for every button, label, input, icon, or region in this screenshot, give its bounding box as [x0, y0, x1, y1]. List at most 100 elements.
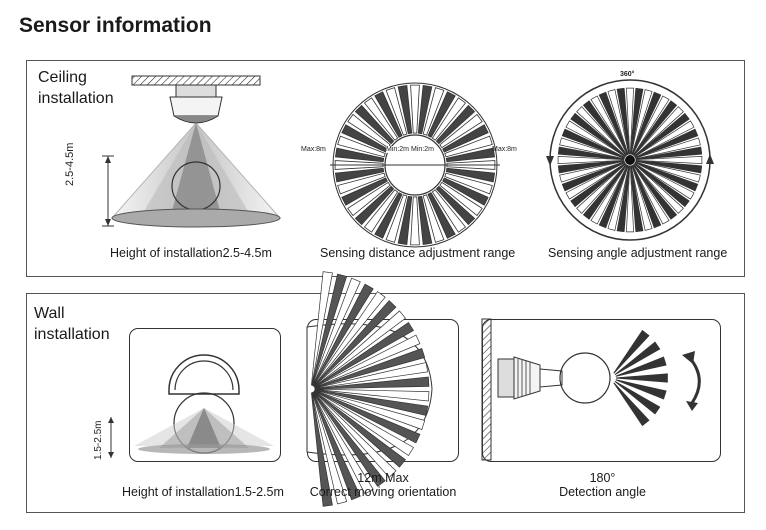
- max-right-label: Max:8m: [492, 146, 517, 153]
- distance-ray: [334, 147, 385, 163]
- angle-ray: [630, 89, 653, 155]
- angle-ray: [616, 87, 630, 155]
- wall-height-arrow: [108, 417, 114, 458]
- ceiling-sensor-illustration: [102, 75, 282, 228]
- distance-ray: [337, 135, 386, 158]
- wall-installation-label: Wall installation: [34, 303, 110, 345]
- page-title: Sensor information: [19, 14, 212, 37]
- sensing-angle-caption: Sensing angle adjustment range: [548, 246, 728, 260]
- distance-ray: [439, 113, 483, 149]
- angle-ray: [607, 89, 630, 155]
- distance-ray: [427, 192, 456, 239]
- angle-ray: [631, 91, 662, 156]
- sensing-angle-diagram: [546, 79, 714, 241]
- distance-ray: [422, 87, 445, 136]
- angle-arrow-left-icon: [546, 156, 554, 166]
- detection-ray: [615, 379, 667, 400]
- wall-sensor-front-illustration: [134, 354, 274, 454]
- distance-ray: [445, 167, 496, 183]
- angle-ray: [633, 106, 684, 157]
- angle-ray: [633, 163, 684, 214]
- ceiling-surface: [131, 75, 261, 86]
- angle-ray: [590, 164, 628, 225]
- angle-ray: [557, 146, 625, 160]
- sensor-body: [169, 96, 223, 117]
- wall-sensor-side-body: [497, 358, 515, 398]
- distance-ray: [341, 177, 388, 206]
- angle-ray: [632, 164, 678, 220]
- wall-height-caption: Height of installation1.5-2.5m: [122, 485, 284, 499]
- wall-surface: [481, 318, 492, 461]
- angle-ray: [632, 164, 670, 225]
- wall-angle-caption-line1: 180°: [589, 471, 616, 485]
- angle-ray: [634, 120, 695, 158]
- distance-ray: [422, 194, 445, 243]
- distance-ray: [442, 124, 489, 153]
- angle-ray: [630, 165, 644, 233]
- wall-range-caption-line2: Correct moving orientation: [309, 485, 457, 499]
- angle-ray: [635, 160, 703, 174]
- distance-ray: [354, 104, 395, 145]
- angle-ray: [634, 161, 699, 192]
- angle-360-label: 360°: [620, 71, 635, 78]
- wall-height-marker: 1.5-2.5m: [93, 420, 104, 460]
- detection-ray: [615, 356, 667, 377]
- angle-ray: [635, 146, 703, 160]
- angle-ray: [557, 160, 625, 174]
- angle-ray: [598, 91, 629, 156]
- detection-ray: [614, 341, 661, 376]
- distance-ray: [435, 185, 476, 226]
- distance-ray: [444, 135, 493, 158]
- angle-ray: [565, 162, 626, 200]
- distance-ray: [374, 91, 403, 138]
- distance-ray: [435, 104, 476, 145]
- distance-ray: [397, 84, 413, 135]
- angle-ray: [559, 137, 625, 160]
- distance-ray: [445, 147, 496, 163]
- distance-ray: [337, 172, 386, 195]
- angle-center: [625, 155, 635, 165]
- wall-sensor-side-lens: [559, 352, 611, 404]
- wall-angle-diagram: [481, 318, 701, 461]
- angle-ray: [634, 128, 699, 159]
- angle-ray: [630, 165, 653, 231]
- sensor-mount: [175, 84, 217, 98]
- angle-ray: [634, 162, 690, 208]
- detection-floor-ellipse: [111, 208, 281, 228]
- distance-ray: [385, 194, 408, 243]
- angle-ray: [635, 160, 701, 183]
- angle-ray: [630, 87, 644, 155]
- angle-ray: [570, 162, 626, 208]
- wall-angle-caption-line2: Detection angle: [559, 485, 646, 499]
- detection-ray: [613, 329, 650, 374]
- angle-ray: [634, 112, 690, 158]
- sensing-distance-diagram: [330, 82, 500, 248]
- angle-ray: [576, 106, 627, 157]
- min-left-label: Min:2m: [386, 146, 409, 153]
- distance-ray: [347, 113, 391, 149]
- angle-ray: [632, 95, 670, 156]
- angle-arrow-right-icon: [706, 154, 714, 164]
- angle-ray: [559, 160, 625, 183]
- distance-ray: [385, 87, 408, 136]
- min-right-label: Min:2m: [411, 146, 434, 153]
- angle-ray: [561, 128, 626, 159]
- wall-detection-fan: [134, 408, 274, 448]
- ceiling-height-caption: Height of installation2.5-4.5m: [110, 246, 272, 260]
- wall-label-line2: installation: [34, 326, 110, 343]
- sensing-distance-caption: Sensing distance adjustment range: [320, 246, 516, 260]
- wall-label-line1: Wall: [34, 305, 65, 322]
- angle-ray: [632, 100, 678, 156]
- angle-ray: [607, 165, 630, 231]
- angle-ray: [561, 161, 626, 192]
- range-ray: [311, 392, 333, 507]
- distance-ray: [363, 97, 399, 141]
- detection-ray: [613, 382, 650, 427]
- distance-ray: [397, 195, 413, 246]
- angle-ray: [616, 165, 630, 233]
- angle-ray: [570, 112, 626, 158]
- ceiling-label-line1: Ceiling: [38, 69, 87, 86]
- ceiling-height-marker: 2.5-4.5m: [64, 142, 76, 186]
- distance-ray: [431, 97, 467, 141]
- distance-ray: [410, 84, 420, 134]
